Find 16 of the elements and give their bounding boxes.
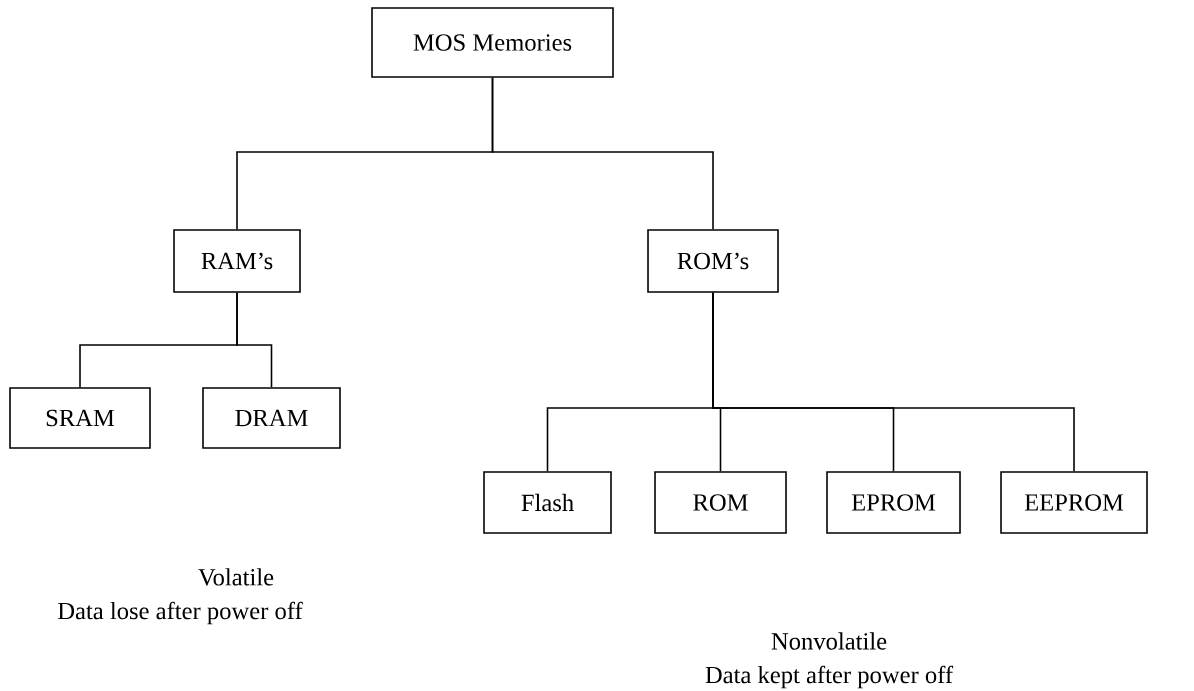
- memory-box: SRAM: [9, 387, 151, 449]
- memory-box: DRAM: [202, 387, 341, 449]
- memory-box: MOS Memories: [371, 7, 614, 78]
- connector-line: [712, 292, 1075, 472]
- caption-text: Data lose after power off: [58, 601, 303, 625]
- memory-box: ROM: [654, 471, 787, 534]
- memory-box: ROM’s: [647, 229, 779, 293]
- memory-box: EPROM: [826, 471, 961, 534]
- memory-box: Flash: [483, 471, 612, 534]
- caption-text: Nonvolatile: [771, 632, 887, 650]
- caption-text: Volatile: [198, 568, 274, 586]
- memory-box: RAM’s: [173, 229, 301, 293]
- memory-box: EEPROM: [1000, 471, 1148, 534]
- connector-line: [491, 77, 714, 230]
- caption-text: Data kept after power off: [705, 665, 954, 689]
- connector-line: [236, 292, 273, 388]
